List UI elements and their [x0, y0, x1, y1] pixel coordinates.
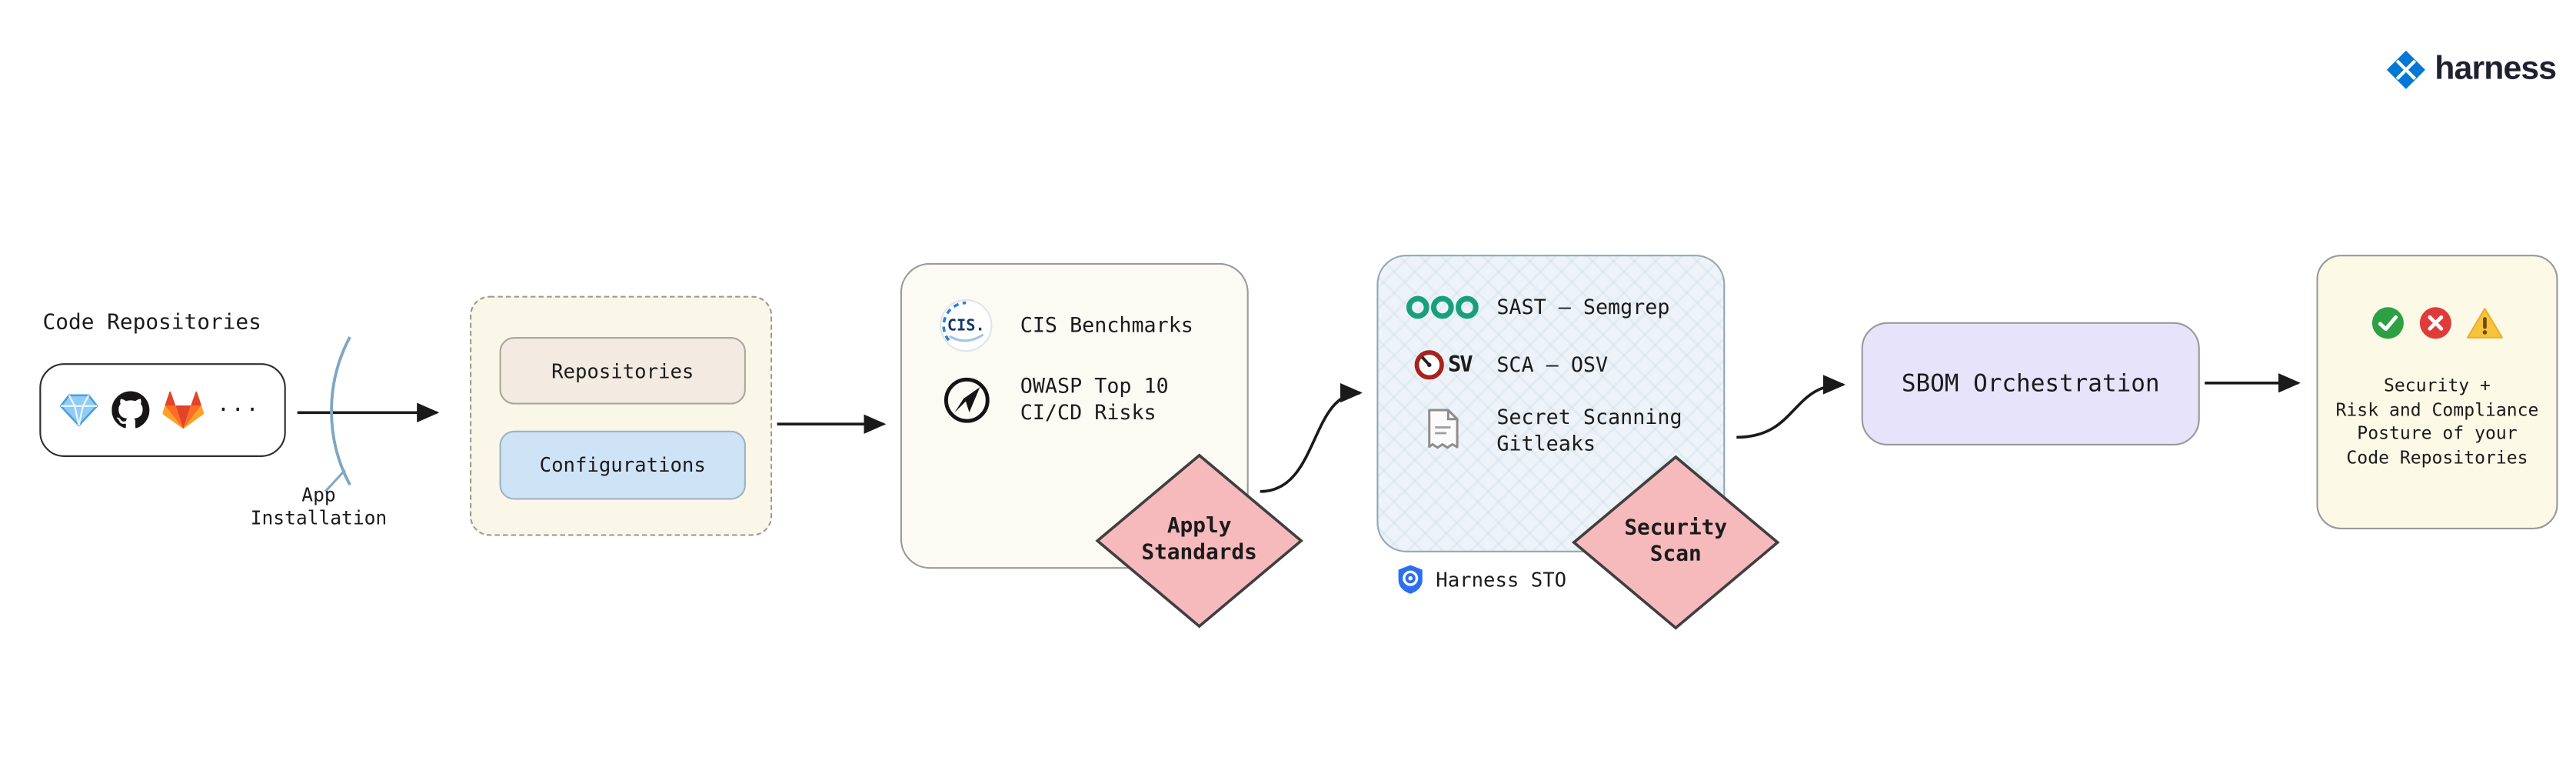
harness-sto-shield-icon — [1398, 565, 1423, 594]
github-icon — [111, 391, 150, 429]
check-icon — [2371, 307, 2404, 339]
harness-sto-label: Harness STO — [1436, 568, 1567, 592]
security-scan-label: Security — [1624, 515, 1728, 541]
gitleaks-document-icon — [1427, 409, 1458, 449]
owasp-icon — [943, 376, 989, 422]
apply-standards-diamond: Apply Standards — [1091, 449, 1308, 632]
app-installation-brace — [330, 336, 351, 486]
setup-group-box: Repositories Configurations — [470, 295, 773, 536]
security-scan-diamond: Security Scan — [1567, 450, 1784, 634]
code-repositories-label: Code Repositories — [42, 310, 261, 335]
sca-row: SV SCA – OSV — [1405, 349, 1608, 382]
harness-wordmark: harness — [2435, 51, 2557, 88]
svg-text:CIS.: CIS. — [947, 315, 985, 334]
osv-gauge-icon — [1415, 350, 1445, 380]
configurations-box: Configurations — [499, 430, 746, 500]
cis-logo-icon: CIS. — [940, 299, 993, 352]
harness-brand: harness — [2385, 49, 2557, 90]
sast-row: SAST – Semgrep — [1405, 292, 1670, 322]
sbom-orchestration-box: SBOM Orchestration — [1861, 322, 2200, 445]
sast-label: SAST – Semgrep — [1496, 294, 1670, 319]
repositories-label: Repositories — [551, 359, 694, 382]
warning-icon — [2466, 308, 2503, 339]
arrow-scans-to-sbom — [1736, 375, 1846, 439]
sbom-orchestration-label: SBOM Orchestration — [1901, 370, 2160, 397]
sca-label: SCA – OSV — [1496, 352, 1609, 377]
configurations-label: Configurations — [539, 453, 706, 477]
repositories-box: Repositories — [499, 336, 746, 405]
apply-standards-diamond-shape — [1095, 453, 1303, 629]
more-providers-label: ... — [217, 392, 261, 418]
arrow-standards-to-scans — [1260, 382, 1363, 493]
app-installation-annotation: App Installation — [250, 483, 388, 529]
harness-logo-icon — [2386, 50, 2425, 89]
outcome-box: Security + Risk and Compliance Posture o… — [2316, 255, 2558, 529]
osv-logo-icon: SV — [1413, 349, 1473, 382]
gem-repo-icon — [59, 394, 98, 427]
code-repositories-box: ... — [39, 363, 286, 457]
outcome-summary: Security + Risk and Compliance Posture o… — [2335, 375, 2539, 468]
semgrep-icon — [1406, 295, 1479, 319]
osv-logo-text: SV — [1448, 352, 1473, 379]
cis-row: CIS. CIS Benchmarks — [928, 298, 1193, 354]
security-scan-diamond-shape — [1571, 455, 1780, 630]
harness-sto-caption: Harness STO — [1396, 564, 1566, 596]
gitlab-icon — [162, 391, 204, 429]
cross-icon — [2419, 307, 2451, 339]
app-installation-tick — [324, 469, 346, 492]
apply-standards-label: Apply — [1167, 514, 1232, 539]
cis-benchmarks-label: CIS Benchmarks — [1020, 312, 1193, 337]
